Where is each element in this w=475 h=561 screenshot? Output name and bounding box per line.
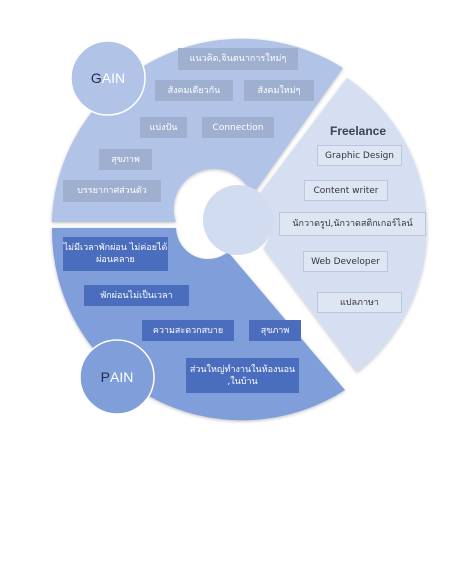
freelance-item: นักวาดรูป,นักวาดสติกเกอร์ไลน์ bbox=[279, 212, 426, 236]
freelance-item: แปลภาษา bbox=[317, 292, 402, 313]
gain-item: Connection bbox=[202, 117, 274, 138]
gain-item: แนวคิด,จินตนาการใหม่ๆ bbox=[178, 48, 298, 70]
pain-label-rest: AIN bbox=[110, 369, 134, 385]
gain-label-first-letter: G bbox=[90, 70, 102, 86]
gain-item: สังคมเดียวกัน bbox=[155, 80, 233, 101]
gain-item: สังคมใหม่ๆ bbox=[244, 80, 314, 101]
center-circle bbox=[203, 185, 273, 255]
gain-item: สุขภาพ bbox=[99, 149, 152, 170]
pain-item: พักผ่อนไม่เป็นเวลา bbox=[84, 285, 189, 306]
gain-label-rest: AIN bbox=[101, 70, 126, 86]
freelance-item: Content writer bbox=[304, 180, 388, 201]
pain-item: สุขภาพ bbox=[249, 320, 301, 341]
freelance-title: Freelance bbox=[330, 124, 387, 138]
pain-item: ส่วนใหญ่ทำงานในห้องนอน ,ในบ้าน bbox=[186, 358, 299, 393]
freelance-item: Web Developer bbox=[303, 251, 388, 272]
pain-item: ความสะดวกสบาย bbox=[142, 320, 234, 341]
gain-label-circle-shape bbox=[70, 40, 146, 116]
gain-item: บรรยากาศส่วนตัว bbox=[63, 180, 161, 202]
pain-label-first-letter: P bbox=[100, 369, 110, 385]
gain-item: แบ่งปัน bbox=[140, 117, 187, 138]
pain-label-circle-shape bbox=[79, 339, 155, 415]
pain-item: ไม่มีเวลาพักผ่อน ไม่ค่อยได้ผ่อนคลาย bbox=[63, 237, 168, 271]
freelance-item: Graphic Design bbox=[317, 145, 402, 166]
